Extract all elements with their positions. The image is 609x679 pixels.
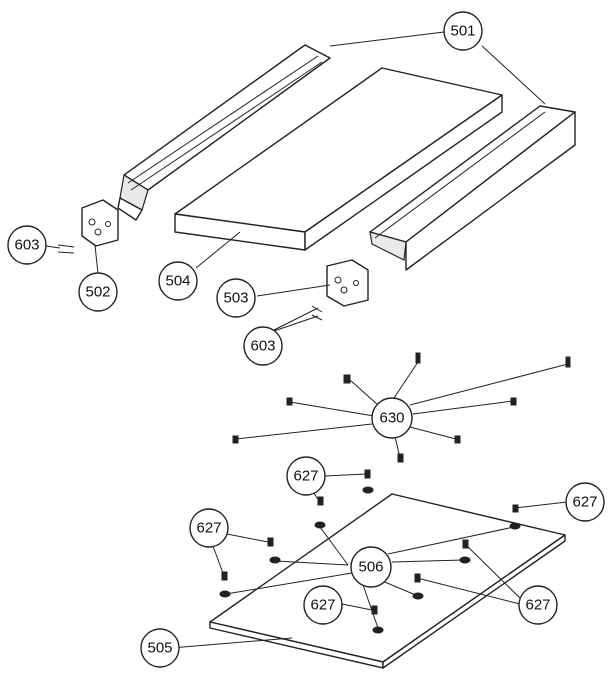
rail-left-501 <box>117 44 331 221</box>
svg-text:603: 603 <box>14 237 39 254</box>
svg-text:506: 506 <box>358 559 383 576</box>
svg-text:501: 501 <box>450 23 475 40</box>
leader-lines <box>45 31 569 649</box>
panel-504 <box>174 67 503 251</box>
callout-627-left: 627 <box>189 508 229 548</box>
callout-506: 506 <box>350 546 392 588</box>
svg-text:627: 627 <box>310 597 335 614</box>
screws-630 <box>232 352 571 463</box>
screws-603 <box>57 244 323 321</box>
svg-text:630: 630 <box>379 410 404 427</box>
svg-text:627: 627 <box>525 597 550 614</box>
callout-627-top: 627 <box>286 456 326 496</box>
callout-504: 504 <box>158 261 198 301</box>
callout-501: 501 <box>443 11 483 51</box>
svg-text:627: 627 <box>293 468 318 485</box>
svg-text:627: 627 <box>196 520 221 537</box>
callout-505: 505 <box>140 628 180 668</box>
callout-502: 502 <box>78 272 118 312</box>
callout-503: 503 <box>216 278 256 318</box>
callout-627-right: 627 <box>565 482 605 522</box>
callout-630: 630 <box>371 397 413 439</box>
callout-627-bottom-right: 627 <box>518 585 558 625</box>
base-plate-505 <box>209 493 566 669</box>
callout-627-bottom: 627 <box>303 585 343 625</box>
end-cap-502 <box>81 199 119 247</box>
svg-text:502: 502 <box>85 284 110 301</box>
callout-603-right: 603 <box>243 326 283 366</box>
svg-text:503: 503 <box>223 290 248 307</box>
callout-603-left: 603 <box>7 225 47 265</box>
rail-right-501 <box>369 105 576 271</box>
svg-text:603: 603 <box>250 338 275 355</box>
svg-text:504: 504 <box>165 273 190 290</box>
end-cap-503 <box>326 259 369 307</box>
svg-text:627: 627 <box>572 494 597 511</box>
svg-text:505: 505 <box>147 640 172 657</box>
